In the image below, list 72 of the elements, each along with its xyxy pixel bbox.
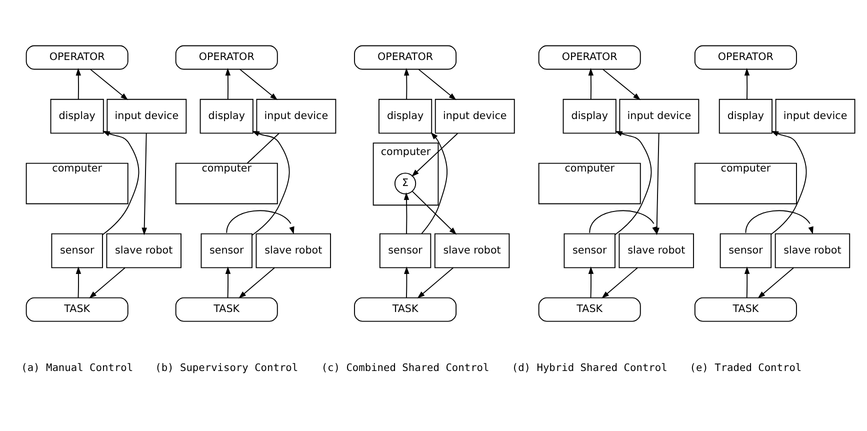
node-box: OPERATOR [694,45,797,70]
node-box: TASK [538,297,641,322]
node-box: TASK [175,297,278,322]
arrow [102,130,140,236]
arrow [758,267,794,298]
arrow [404,266,410,298]
arrow [238,267,275,298]
node-box: display [378,98,432,134]
arrow [588,68,594,100]
label: (d) Hybrid Shared Control [512,362,668,374]
node-box: OPERATOR [354,45,457,70]
connector [246,132,280,164]
node-box: OPERATOR [26,45,128,70]
arrow [226,210,294,234]
node-box: input device [775,98,856,134]
node-box: slave robot [256,233,331,268]
node-box: sensor [720,233,772,268]
node-box: computer [538,162,641,204]
arrow [142,132,147,236]
node-box: display [50,98,104,134]
arrow [90,68,128,100]
node-box: OPERATOR [538,45,641,70]
node-box: input device [619,98,700,134]
node-box: display [718,98,772,134]
arrow [745,210,814,234]
arrow [240,68,278,100]
label: (b) Supervisory Control [155,362,298,374]
arrow [412,191,457,235]
node-box: slave robot [106,233,182,268]
node-box: input device [434,98,515,134]
arrow [602,267,638,298]
arrow [89,267,126,298]
arrow [421,132,448,234]
arrow [744,68,750,100]
node-box: display [200,98,254,134]
node-box: computer [26,162,128,204]
node-box: TASK [694,297,797,322]
arrow [744,266,750,298]
label: (e) Traded Control [690,362,802,374]
arrow [76,266,82,298]
node-box: input device [106,98,187,134]
node-box: sensor [564,233,616,268]
node-box: TASK [354,297,457,322]
arrow [225,68,231,100]
arrow [76,68,82,100]
arrow [770,130,807,235]
node-box: computer [694,162,797,204]
arrow [418,68,456,100]
arrow [412,132,458,177]
node-box: OPERATOR [175,45,278,70]
node-box: sensor [51,233,103,268]
node-box: display [562,98,616,134]
node-circle: Σ [394,172,416,194]
node-box: input device [256,98,336,134]
arrow [417,267,454,298]
arrow [404,68,410,100]
node-box: sensor [200,233,252,268]
arrow [225,266,231,298]
arrow [252,130,290,236]
label: (a) Manual Control [21,362,134,374]
arrow [404,192,410,234]
arrow [614,130,652,236]
node-box: computer [175,162,278,204]
node-box: slave robot [774,233,850,268]
label: (c) Combined Shared Control [321,362,490,374]
node-box: TASK [26,297,128,322]
arrow [588,266,594,298]
arrow [589,210,658,234]
node-box: sensor [379,233,432,268]
node-box: slave robot [434,233,510,268]
arrow [602,68,641,100]
node-box: slave robot [618,233,694,268]
